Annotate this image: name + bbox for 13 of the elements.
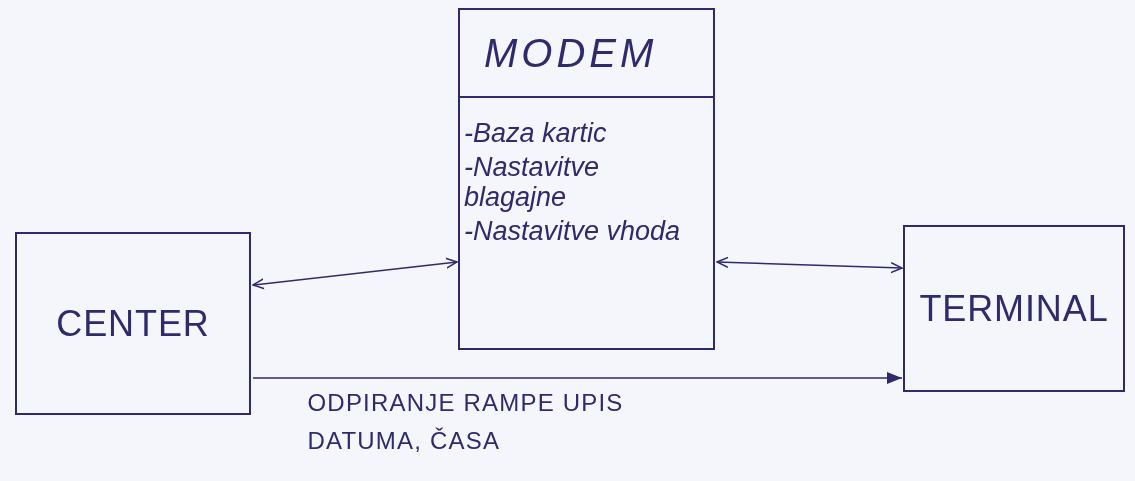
list-item: -Baza kartic — [464, 118, 608, 148]
edge-label: ODPIRANJE RAMPE UPIS DATUMA, ČASA — [307, 388, 625, 456]
box-label: CENTER — [56, 301, 210, 346]
list-item: -Nastavitve blagajne — [464, 152, 601, 212]
process-box — [15, 232, 251, 415]
list-item: -Nastavitve vhoda — [464, 216, 682, 246]
box-heading: MODEM — [484, 30, 658, 77]
box-label: TERMINAL — [919, 286, 1109, 331]
class-box — [458, 8, 715, 350]
arrow — [252, 257, 458, 290]
arrow — [252, 372, 903, 384]
process-box — [903, 225, 1125, 392]
arrow — [716, 256, 903, 274]
